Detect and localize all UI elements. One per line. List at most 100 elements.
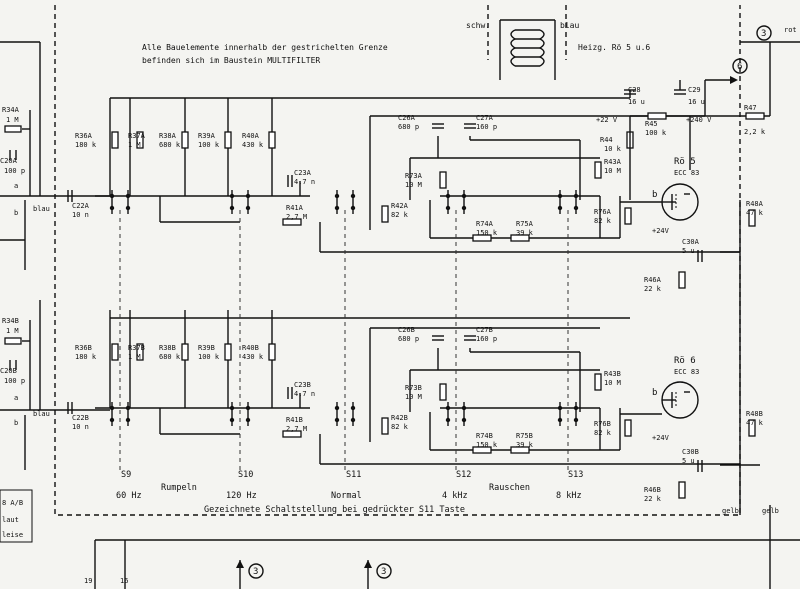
value-r38b: 680 k (159, 353, 181, 361)
label-r46b: R46B (644, 486, 661, 494)
label-r42a: R42A (391, 202, 409, 210)
label-r39a: R39A (198, 132, 216, 140)
switch-contact-a-9[interactable] (109, 190, 131, 214)
value-r74b: 150 k (476, 441, 498, 449)
tube-r6 (661, 381, 699, 419)
label-r36b: R36B (75, 344, 92, 352)
label-c23a: C23A (294, 169, 312, 177)
input-section-b (0, 300, 110, 470)
switch-s12-func: 4 kHz (442, 491, 468, 501)
c20a-label: C20A (0, 157, 18, 165)
r34a-value: 1 M (6, 116, 19, 124)
switch-contact-a-10[interactable] (229, 190, 251, 214)
switch-contact-a-13[interactable] (557, 190, 579, 214)
value-r37b: 1 M (128, 353, 141, 361)
value-r37a: 1 M (128, 141, 141, 149)
wire-gelb-b-label: gelb (762, 507, 779, 515)
tube-r5-name: Rö 5 (674, 157, 696, 167)
switch-contact-b-9[interactable] (109, 402, 131, 426)
footer-note: Gezeichnete Schaltstellung bei gedrückte… (204, 505, 465, 515)
label-r42b: R42B (391, 414, 408, 422)
supply-24v-a: +24V (652, 227, 670, 235)
tube-r6-type: ECC 83 (674, 368, 699, 376)
switch-contact-b-10[interactable] (229, 402, 251, 426)
connector-6[interactable]: 6 (732, 58, 748, 74)
r47-label: R47 (744, 104, 757, 112)
c20b-label: C20B (0, 367, 17, 375)
label-r46a: R46A (644, 276, 662, 284)
r34b-value: 1 M (6, 327, 19, 335)
corner-leise: leise (2, 531, 23, 539)
label-r37b: R37B (128, 344, 145, 352)
switch-contact-a-12[interactable] (445, 190, 467, 214)
group-rumpeln: Rumpeln (161, 483, 197, 493)
value-r48b: 47 k (746, 419, 764, 427)
label-r48a: R48A (746, 200, 764, 208)
c29-value: 16 u (688, 98, 705, 106)
group-rauschen: Rauschen (489, 483, 530, 493)
c29-label: C29 (688, 86, 701, 94)
value-c26b: 680 p (398, 335, 419, 343)
connector-3-bottom-b[interactable]: 3 (364, 560, 392, 589)
node-b2-label: b (14, 419, 18, 427)
switch-contact-a-11[interactable] (334, 190, 356, 214)
c20b-value: 100 p (4, 377, 25, 385)
connector-3-bottom-a[interactable]: 3 (236, 560, 264, 589)
label-r41b: R41B (286, 416, 303, 424)
value-r73b: 10 M (405, 393, 422, 401)
label-c27a: C27A (476, 114, 494, 122)
switch-linkage (119, 210, 569, 470)
supply-22v: +22 V (596, 116, 618, 124)
value-r39b: 100 k (198, 353, 220, 361)
label-r73b: R73B (405, 384, 422, 392)
label-r75b: R75B (516, 432, 533, 440)
value-r40b: 430 k (242, 353, 264, 361)
connector-6-label: 6 (737, 62, 742, 72)
label-r75a: R75A (516, 220, 534, 228)
switch-s9-label: S9 (121, 470, 131, 480)
node-b-label: b (14, 209, 18, 217)
wire-rot-label: rot (784, 26, 797, 34)
switch-contact-b-11[interactable] (334, 402, 356, 426)
corner-title: 8 A/B (2, 499, 23, 507)
connector-3-top[interactable]: 3 (756, 25, 772, 41)
label-c22b: C22B (72, 414, 89, 422)
switch-s13-label: S13 (568, 470, 583, 480)
switch-s13-func: 8 kHz (556, 491, 582, 501)
node-16: 16 (120, 577, 128, 585)
switch-contact-b-12[interactable] (445, 402, 467, 426)
value-r41b: 2,7 M (286, 425, 307, 433)
grid-label-a: b (652, 190, 657, 200)
switch-labels: S9 60 Hz S10 120 Hz S11 Normal S12 4 kHz… (116, 470, 583, 515)
r44-label: R44 (600, 136, 613, 144)
note-line-2: befinden sich im Baustein MULTIFILTER (142, 56, 320, 65)
label-r74a: R74A (476, 220, 494, 228)
wire-blau-b-label: blau (33, 410, 50, 418)
label-r36a: R36A (75, 132, 93, 140)
switch-s12-label: S12 (456, 470, 471, 480)
value-r74a: 150 k (476, 229, 498, 237)
label-c30b: C30B (682, 448, 699, 456)
switch-contact-b-13[interactable] (557, 402, 579, 426)
tube-r6-name: Rö 6 (674, 356, 696, 366)
heater-winding (499, 19, 556, 80)
